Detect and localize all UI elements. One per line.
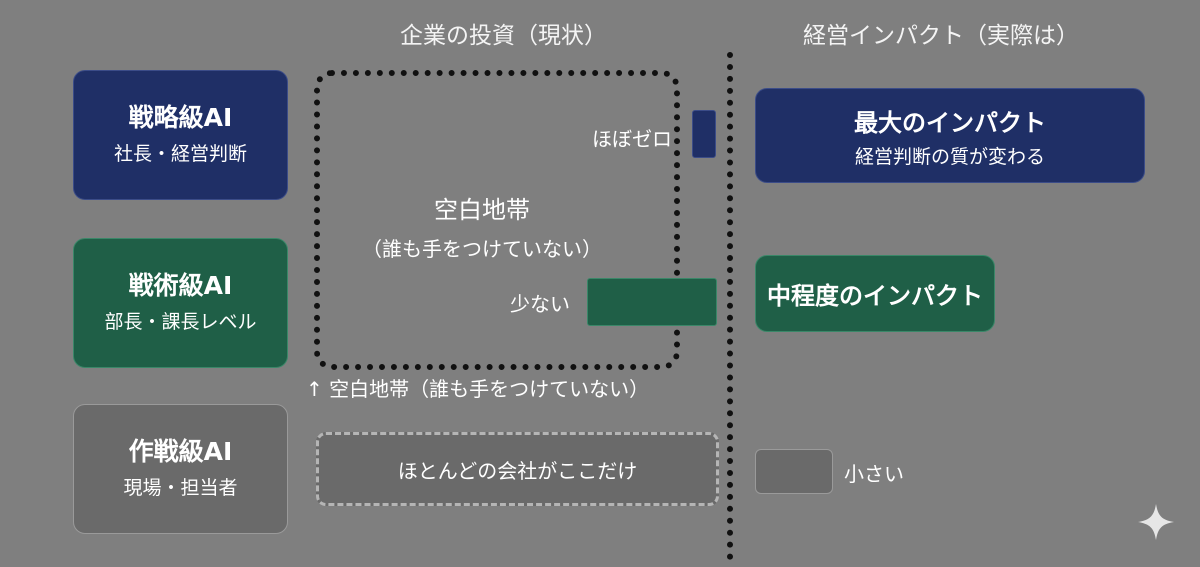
blank-zone-subtitle: （誰も手をつけていない） [362,237,602,261]
level-operational-subtitle: 現場・担当者 [123,476,238,499]
sparkle-icon [1138,504,1174,540]
level-operational: 作戦級AI 現場・担当者 [73,404,288,534]
level-operational-title: 作戦級AI [128,437,233,467]
strategic-investment-label: ほぼゼロ [592,127,672,151]
investment-header: 企業の投資（現状） [400,23,607,49]
impact-header: 経営インパクト（実際は） [803,23,1079,49]
blank-zone-box [314,70,680,370]
blank-zone-label: 空白地帯 （誰も手をつけていない） [314,190,650,262]
impact-tactical: 中程度のインパクト [755,255,995,332]
operational-investment-box: ほとんどの会社がここだけ [316,432,719,506]
impact-strategic-subtitle: 経営判断の質が変わる [854,145,1045,168]
strategic-investment-bar [692,110,716,158]
level-tactical-title: 戦術級AI [128,271,233,301]
impact-operational-label: 小さい [844,462,904,486]
level-tactical: 戦術級AI 部長・課長レベル [73,238,288,368]
blank-zone-title: 空白地帯 [434,196,530,224]
operational-investment-label: ほとんどの会社がここだけ [397,458,638,483]
level-tactical-subtitle: 部長・課長レベル [104,310,257,333]
level-strategic-title: 戦略級AI [128,103,233,133]
impact-strategic: 最大のインパクト 経営判断の質が変わる [755,88,1145,183]
level-strategic: 戦略級AI 社長・経営判断 [73,70,288,200]
level-strategic-subtitle: 社長・経営判断 [113,142,247,165]
column-divider [727,52,733,560]
tactical-investment-label: 少ない [510,292,570,316]
blank-zone-caption: ↑ 空白地帯（誰も手をつけていない） [306,377,650,401]
impact-operational-box [755,449,833,494]
impact-tactical-title: 中程度のインパクト [767,282,983,310]
tactical-investment-bar [587,278,717,326]
impact-strategic-title: 最大のインパクト [854,108,1046,137]
